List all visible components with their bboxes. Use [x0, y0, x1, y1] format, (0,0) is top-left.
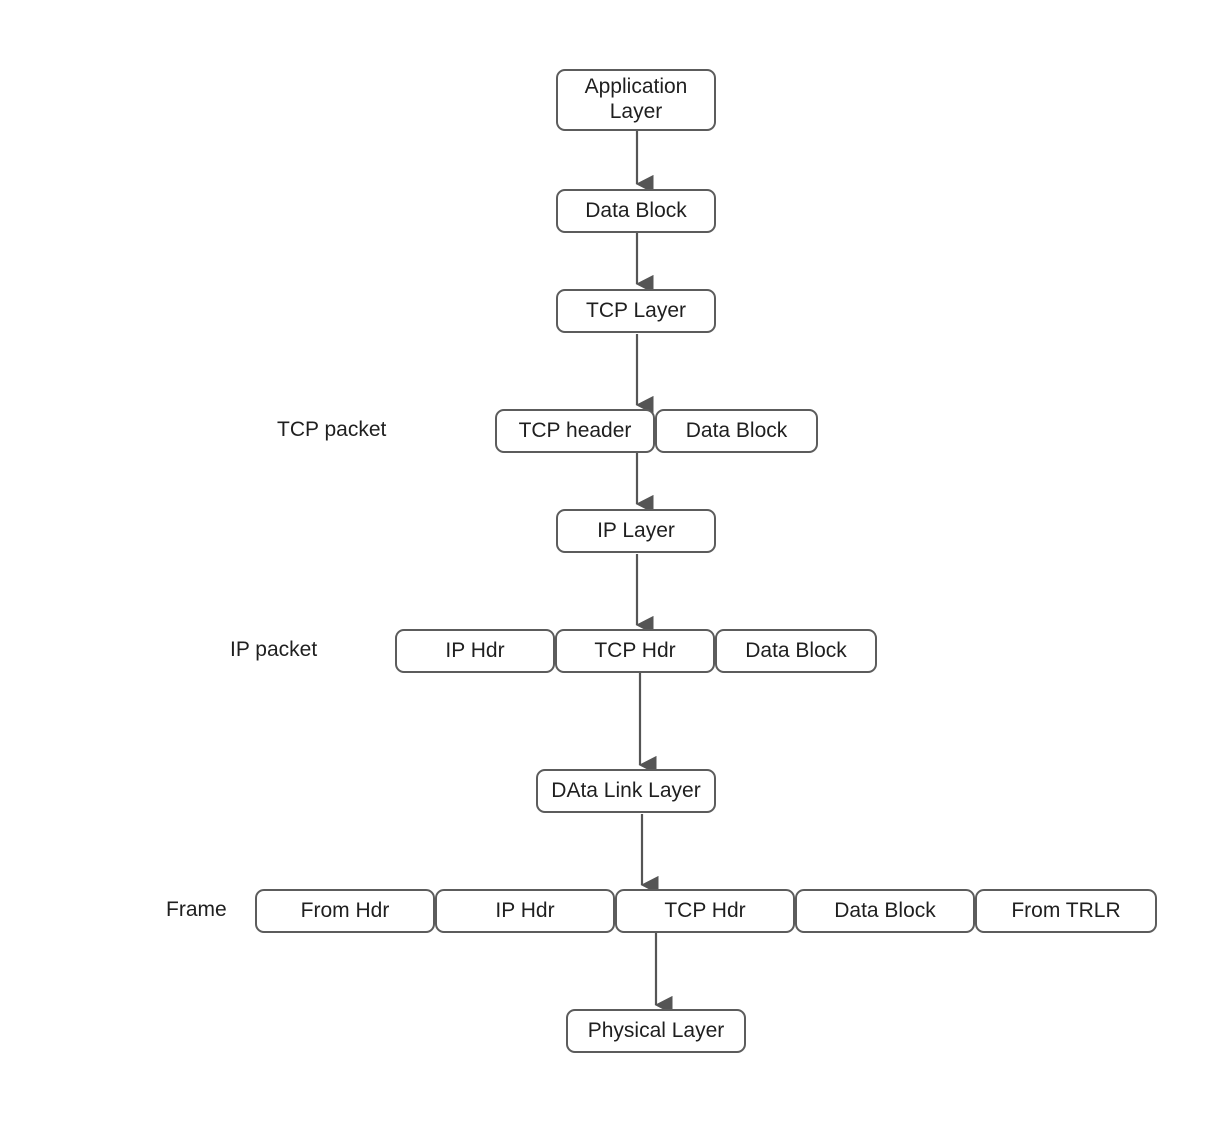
cell-frame-data-block[interactable]: Data Block [795, 889, 975, 933]
node-tcp-layer[interactable]: TCP Layer [556, 289, 716, 333]
cell-ip-hdr[interactable]: IP Hdr [395, 629, 555, 673]
row-label-tcp-packet: TCP packet [277, 418, 387, 441]
cell-frame-from-trlr[interactable]: From TRLR [975, 889, 1157, 933]
row-label-frame: Frame [166, 898, 227, 921]
node-data-link-layer[interactable]: DAta Link Layer [536, 769, 716, 813]
cell-tcp-header[interactable]: TCP header [495, 409, 655, 453]
cell-tcp-hdr[interactable]: TCP Hdr [555, 629, 715, 673]
node-ip-layer[interactable]: IP Layer [556, 509, 716, 553]
row-label-ip-packet: IP packet [230, 638, 318, 661]
row-ip-packet: IP Hdr TCP Hdr Data Block [395, 629, 877, 673]
cell-ip-packet-data-block[interactable]: Data Block [715, 629, 877, 673]
node-data-block[interactable]: Data Block [556, 189, 716, 233]
node-physical-layer[interactable]: Physical Layer [566, 1009, 746, 1053]
node-application-layer[interactable]: Application Layer [556, 69, 716, 131]
cell-frame-ip-hdr[interactable]: IP Hdr [435, 889, 615, 933]
row-frame: From Hdr IP Hdr TCP Hdr Data Block From … [255, 889, 1157, 933]
cell-frame-tcp-hdr[interactable]: TCP Hdr [615, 889, 795, 933]
cell-frame-from-hdr[interactable]: From Hdr [255, 889, 435, 933]
cell-tcp-packet-data-block[interactable]: Data Block [655, 409, 818, 453]
row-tcp-packet: TCP header Data Block [495, 409, 818, 453]
